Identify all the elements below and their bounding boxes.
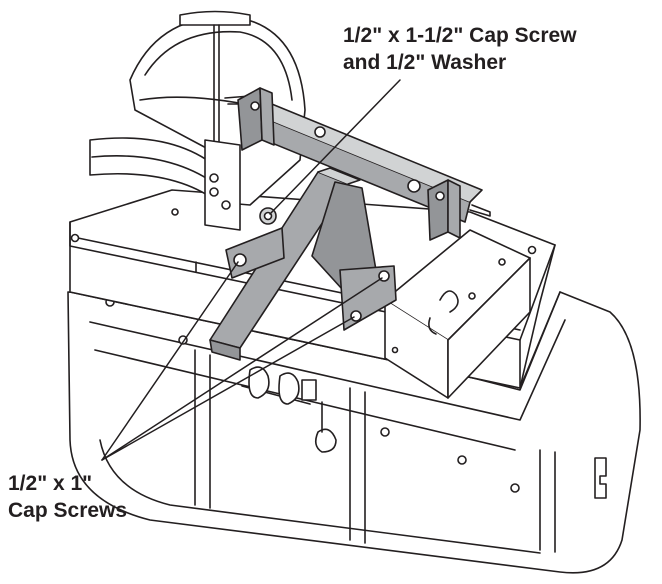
leader-bottom-1 (101, 261, 239, 461)
cap-screws-line1: 1/2" x 1" (8, 472, 93, 495)
leader-top (269, 79, 401, 215)
cap-screw-washer-line2: and 1/2" Washer (343, 51, 507, 74)
cap-screws-line2: Cap Screws (8, 499, 128, 522)
cap-screw-washer-line1: 1/2" x 1-1/2" Cap Screw (343, 24, 577, 47)
cap-screws-label: 1/2" x 1" Cap Screws (8, 470, 127, 524)
discharge-chute (89, 10, 306, 273)
cap-screw-washer-label: 1/2" x 1-1/2" Cap Screw and 1/2" Washer (343, 22, 577, 76)
right-bracket (407, 179, 461, 241)
gearbox-cover (384, 229, 531, 399)
leader-lines (101, 79, 401, 461)
leader-bottom-3 (101, 316, 355, 461)
left-bracket (237, 87, 326, 151)
housing-body (67, 291, 641, 574)
mount-plate-right (339, 265, 397, 331)
front-pin-assembly (241, 366, 337, 453)
leader-bottom-2 (101, 277, 383, 461)
